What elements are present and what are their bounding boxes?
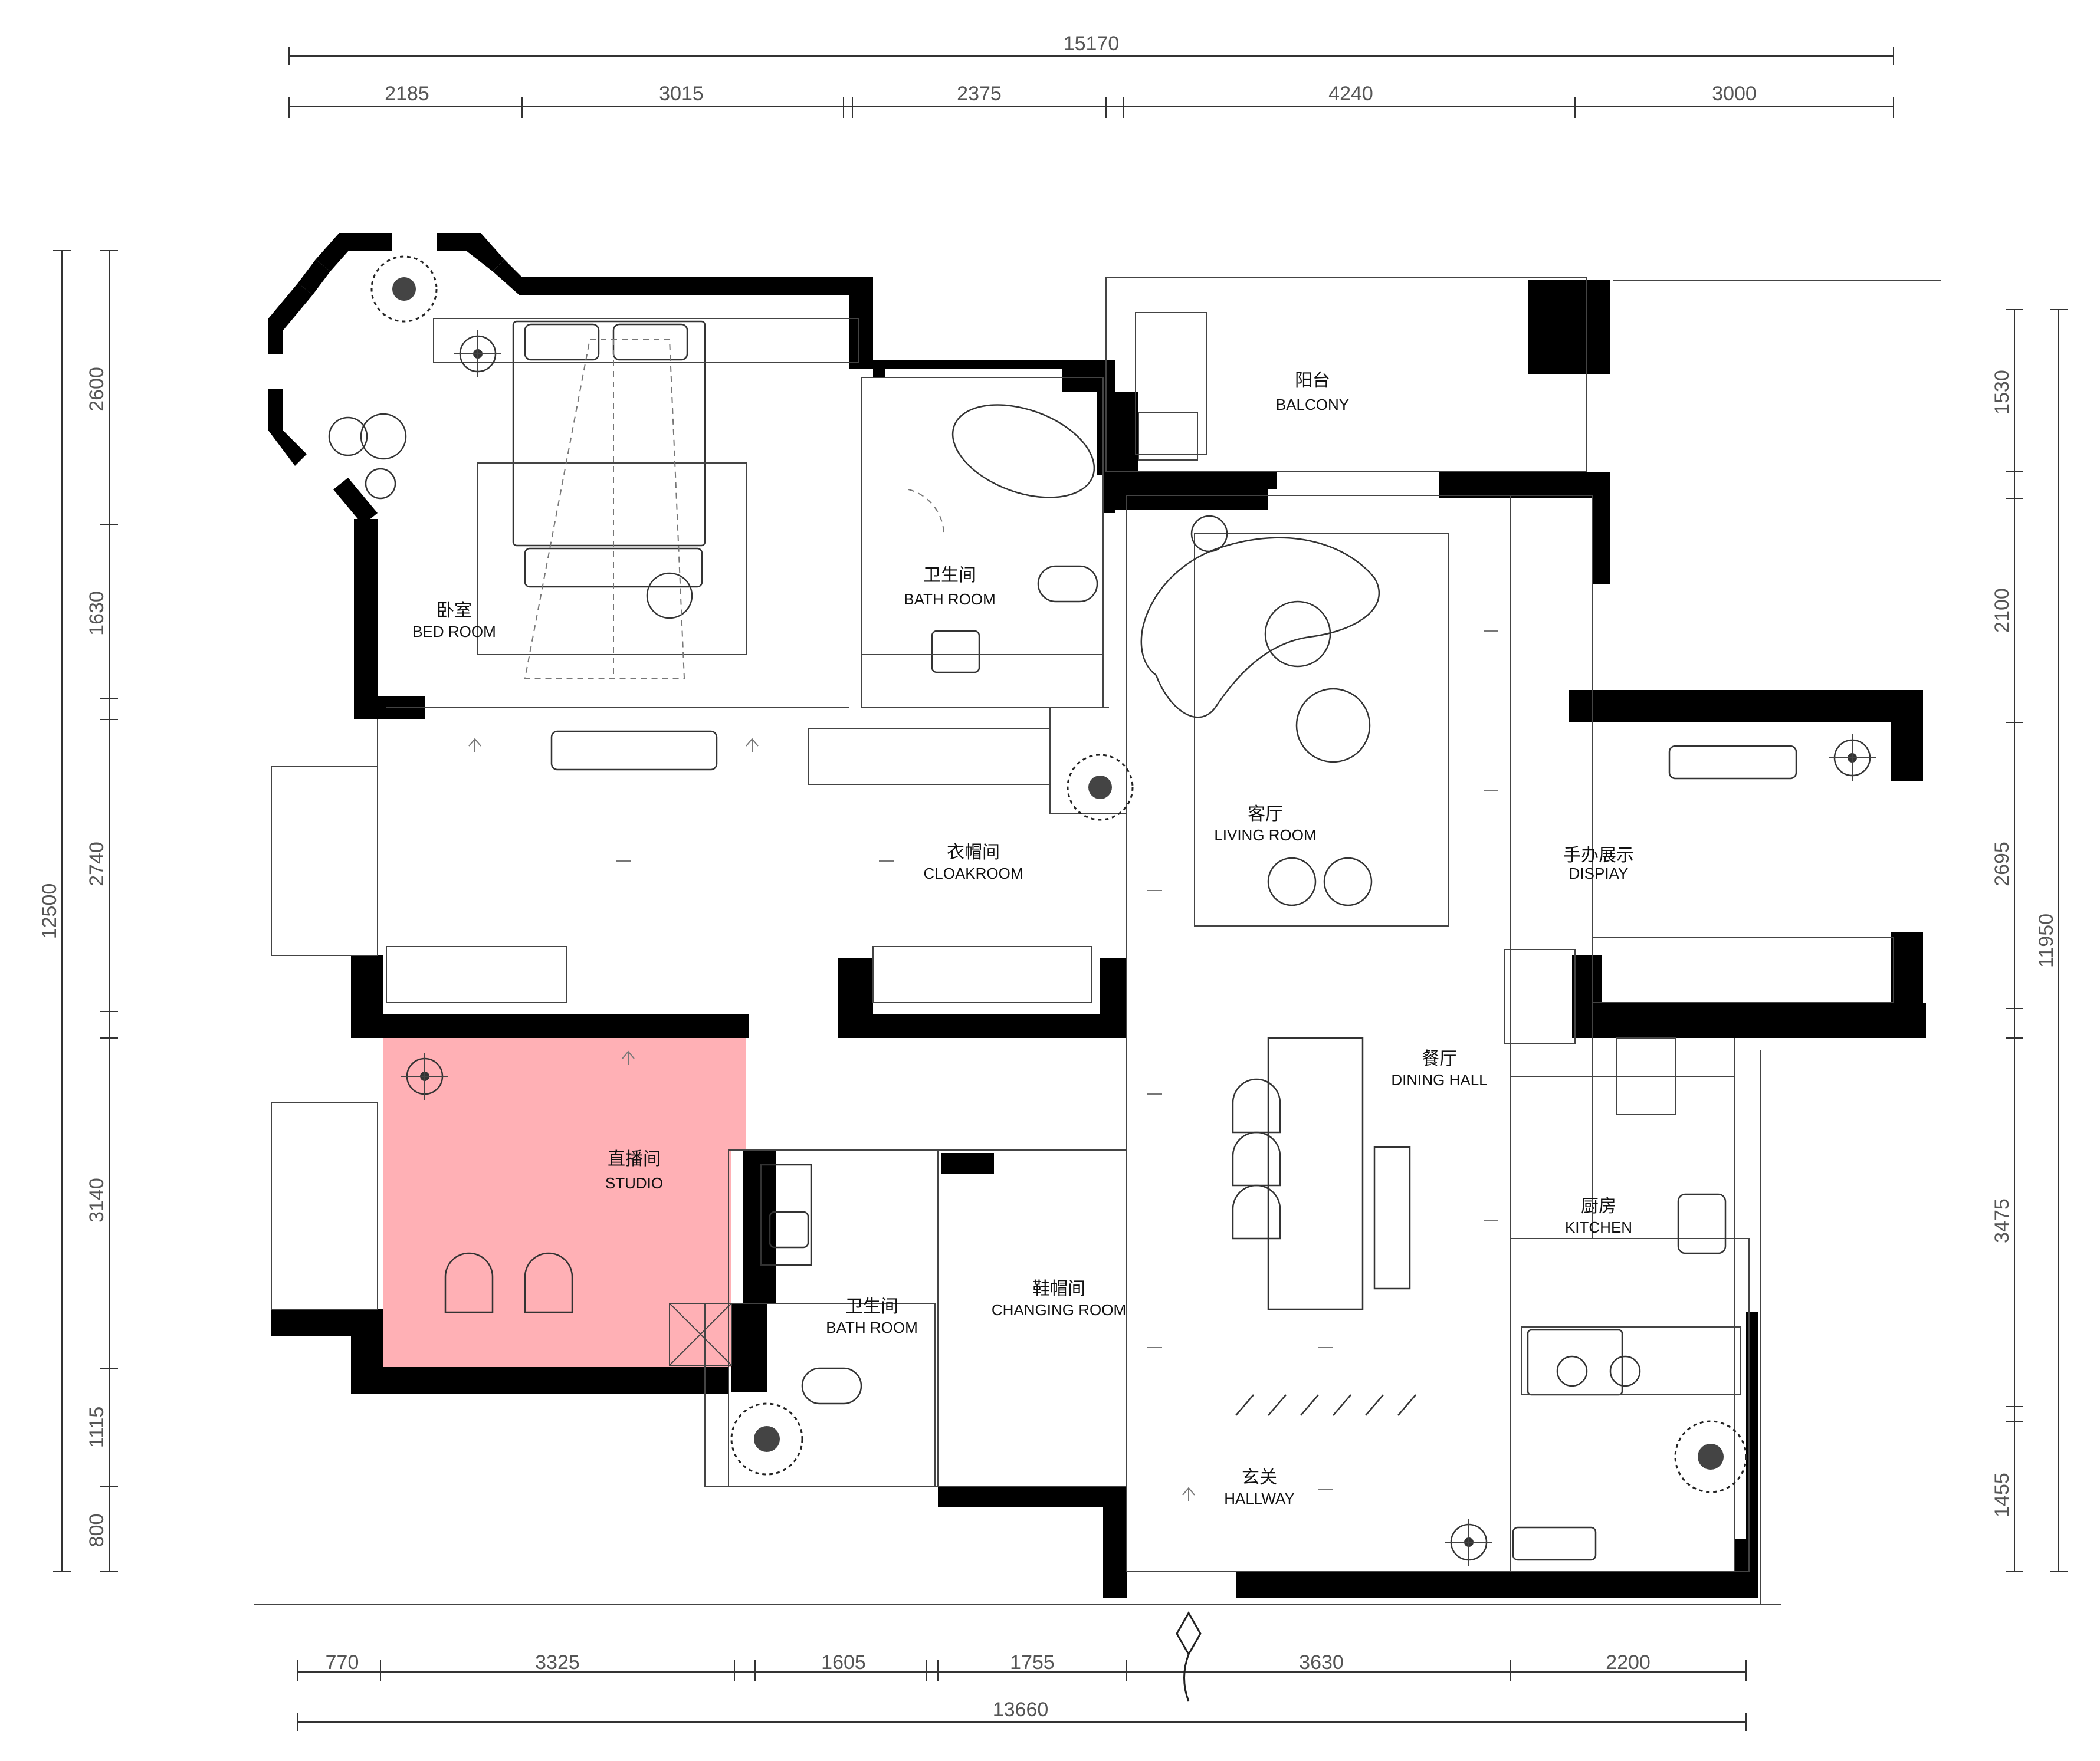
dim-bottom-1: 770: [326, 1651, 359, 1674]
room-en: HALLWAY: [1224, 1490, 1294, 1507]
dim-bottom-total: 13660: [993, 1698, 1049, 1721]
top-dimension-total: 15170: [288, 32, 1894, 65]
display-furniture: [1504, 745, 1894, 1044]
room-label-cloakroom: 衣帽间 CLOAKROOM: [923, 842, 1023, 882]
room-cn: 卫生间: [923, 565, 976, 586]
dim-left-5: 1115: [86, 1407, 108, 1448]
bath2-fixtures: [760, 1164, 862, 1405]
room-en: CHANGING ROOM: [992, 1301, 1126, 1319]
ceiling-light-icon: [454, 330, 501, 377]
room-en: BATH ROOM: [826, 1319, 918, 1336]
room-label-bedroom: 卧室 BED ROOM: [412, 600, 496, 640]
cloak-furniture: [386, 728, 1092, 1003]
room-cn: 玄关: [1242, 1467, 1277, 1488]
dim-top-1: 2185: [385, 83, 429, 105]
entrance-marker-icon: [1176, 1611, 1202, 1702]
room-cn: 手办展示: [1563, 845, 1634, 866]
room-label-kitchen: 厨房 KITCHEN: [1565, 1196, 1632, 1236]
room-cn: 客厅: [1248, 804, 1283, 824]
plant-icon: [730, 1402, 803, 1476]
ceiling-light-icon: [401, 1053, 448, 1100]
room-label-hallway: 玄关 HALLWAY: [1224, 1467, 1294, 1507]
dim-top-total: 15170: [1064, 32, 1120, 55]
bottom-dimension-total: 13660: [297, 1698, 1747, 1731]
room-cn: 卫生间: [845, 1296, 898, 1317]
bedroom-furniture: [328, 318, 859, 679]
dining-furniture: [1232, 1037, 1411, 1310]
room-label-balcony: 阳台 BALCONY: [1276, 370, 1349, 413]
dim-right-2: 2100: [1991, 588, 2013, 633]
right-dimension-segments: 1530 2100 2695 3475 1455: [1991, 309, 2023, 1572]
room-cn: 衣帽间: [947, 842, 1000, 863]
room-en: KITCHEN: [1565, 1218, 1632, 1236]
top-dimension-segments: 2185 3015 2375 4240 3000: [288, 83, 1894, 118]
left-dimension-segments: 2600 1630 2740 3140 1115 800: [86, 250, 118, 1572]
dim-top-3: 2375: [957, 83, 1002, 105]
room-label-display: 手办展示 DISPIAY: [1563, 845, 1634, 882]
room-en: LIVING ROOM: [1214, 826, 1316, 844]
room-cn: 阳台: [1295, 370, 1330, 391]
room-en: DINING HALL: [1391, 1071, 1487, 1089]
living-room-furniture: [1140, 515, 1449, 927]
dim-right-5: 1455: [1991, 1473, 2013, 1517]
room-label-studio: 直播间 STUDIO: [605, 1149, 663, 1192]
room-en: BALCONY: [1276, 396, 1349, 413]
ceiling-light-icon: [1445, 1519, 1492, 1566]
walls: [268, 233, 1926, 1598]
right-dimension-total: 11950: [2035, 309, 2068, 1572]
stove-icon: [1556, 1355, 1641, 1387]
partitions: [271, 277, 1750, 1572]
direction-arrow-icon: [468, 630, 1498, 1501]
room-cn: 厨房: [1581, 1196, 1616, 1217]
room-en: CLOAKROOM: [923, 865, 1023, 882]
room-cn: 卧室: [437, 600, 472, 621]
room-cn: 直播间: [608, 1149, 661, 1169]
dim-bottom-5: 3630: [1299, 1651, 1344, 1674]
room-en: BED ROOM: [412, 623, 496, 640]
dim-bottom-2: 3325: [535, 1651, 580, 1674]
room-cn: 餐厅: [1422, 1049, 1457, 1069]
plant-icon: [370, 255, 438, 323]
dim-bottom-3: 1605: [821, 1651, 866, 1674]
dim-top-5: 3000: [1712, 83, 1757, 105]
dim-left-4: 3140: [86, 1178, 108, 1223]
dim-bottom-6: 2200: [1606, 1651, 1651, 1674]
dim-left-2: 1630: [86, 591, 108, 636]
dim-right-total: 11950: [2035, 914, 2058, 968]
dim-top-4: 4240: [1328, 83, 1373, 105]
plant-icon: [1674, 1420, 1747, 1493]
studio-furniture: [444, 1252, 732, 1366]
room-label-bathroom-1: 卫生间 BATH ROOM: [904, 565, 996, 608]
dim-left-total: 12500: [38, 883, 61, 939]
room-label-dining-hall: 餐厅 DINING HALL: [1391, 1049, 1487, 1089]
room-en: BATH ROOM: [904, 590, 996, 608]
site-boundary: [254, 280, 1941, 1605]
plant-icon: [1067, 754, 1134, 821]
dim-bottom-4: 1755: [1010, 1651, 1055, 1674]
hallway-furniture: [1235, 1394, 1597, 1561]
ceiling-light-icon: [1829, 734, 1876, 781]
room-cn: 鞋帽间: [1032, 1279, 1085, 1299]
bottom-dimension-segments: 770 3325 1605 1755 3630 2200: [297, 1651, 1747, 1681]
dim-right-1: 1530: [1991, 370, 2013, 415]
studio-highlight: [383, 1037, 746, 1367]
room-label-changing-room: 鞋帽间 CHANGING ROOM: [992, 1279, 1126, 1319]
kitchen-furniture: [1521, 1037, 1741, 1396]
dim-top-2: 3015: [659, 83, 704, 105]
room-label-bathroom-2: 卫生间 BATH ROOM: [826, 1296, 918, 1336]
dim-left-3: 2740: [86, 842, 108, 886]
room-label-living-room: 客厅 LIVING ROOM: [1214, 804, 1316, 844]
room-en: STUDIO: [605, 1174, 663, 1192]
dim-right-4: 3475: [1991, 1198, 2013, 1243]
dim-right-3: 2695: [1991, 842, 2013, 886]
dim-left-6: 800: [86, 1514, 108, 1548]
left-dimension-total: 12500: [38, 250, 71, 1572]
room-en: DISPIAY: [1569, 865, 1629, 882]
dim-left-1: 2600: [86, 367, 108, 412]
bath1-fixtures: [861, 404, 1103, 673]
